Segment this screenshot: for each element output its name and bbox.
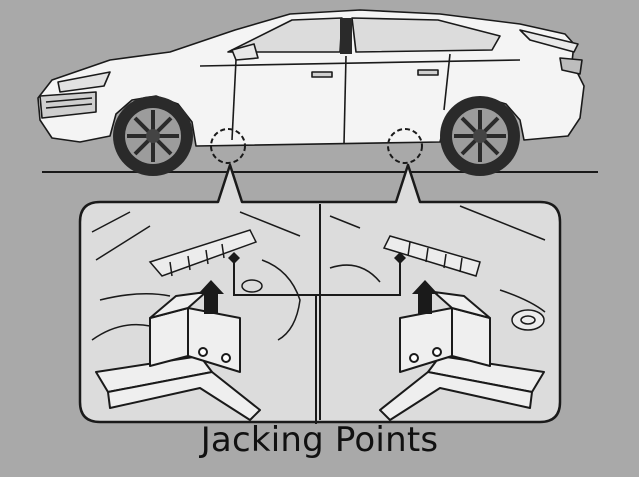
front-detail-view [91, 211, 301, 341]
rear-detail-view [329, 205, 546, 331]
up-arrow-icon [412, 280, 438, 314]
rear-wheel [440, 96, 520, 176]
front-wheel [113, 96, 193, 176]
jack-stand-right [379, 291, 545, 421]
diamond-marker-icon [228, 252, 240, 264]
rear-jacking-point-marker [387, 128, 423, 164]
leader-lines [233, 258, 401, 424]
jack-stand-left [95, 291, 261, 421]
car-side-view [37, 9, 585, 147]
front-jacking-point-marker [210, 128, 246, 164]
jacking-points-label: Jacking Points [200, 420, 439, 460]
up-arrow-icon [198, 280, 224, 314]
b-pillar [340, 18, 352, 54]
diamond-marker-icon [394, 252, 406, 264]
